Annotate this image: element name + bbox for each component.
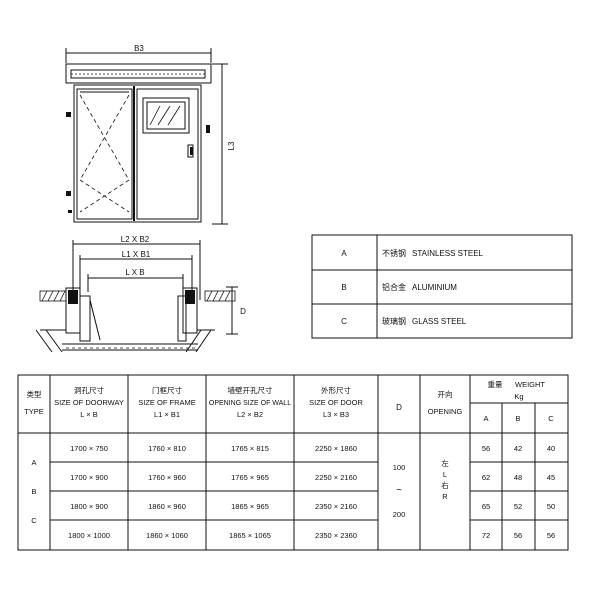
plan-dim-outer: L2 X B2 [121, 235, 150, 244]
th-wall-sym: L2 × B2 [237, 410, 263, 419]
th-weight-unit: Kg [514, 392, 523, 401]
d-sep: ~ [396, 485, 402, 496]
r4-doorway: 1800 × 1000 [68, 531, 110, 540]
r3-wall: 1865 × 965 [231, 502, 269, 511]
th-opening-cn: 开向 [438, 389, 453, 399]
r3-doorway: 1800 × 900 [70, 502, 108, 511]
th-type-cn: 类型 [27, 389, 42, 399]
th-weight-a: A [483, 414, 488, 423]
th-weight-cn: 重量 [488, 380, 503, 389]
type-c: C [31, 516, 37, 525]
r4-frame: 1860 × 1060 [146, 531, 188, 540]
r4-wall: 1865 × 1065 [229, 531, 271, 540]
r2-w-b: 48 [514, 473, 522, 482]
opening-left: L [443, 470, 447, 479]
spec-table: 类型 TYPE 洞孔尺寸 SIZE OF DOORWAY L × B 门框尺寸 … [17, 374, 569, 551]
th-weight-en: WEIGHT [515, 380, 545, 389]
th-frame-cn: 门框尺寸 [152, 385, 182, 395]
th-weight-c: C [548, 414, 554, 423]
th-door-cn: 外形尺寸 [321, 385, 351, 395]
r1-w-a: 56 [482, 444, 490, 453]
r2-frame: 1760 × 960 [148, 473, 186, 482]
legend-en-a: STAINLESS STEEL [412, 249, 484, 258]
r1-frame: 1760 × 810 [148, 444, 186, 453]
r3-frame: 1860 × 960 [148, 502, 186, 511]
b3-label: B3 [134, 44, 144, 53]
opening-left-cn: 左 [441, 458, 449, 468]
legend-code-a: A [341, 249, 347, 258]
r4-w-c: 56 [547, 531, 555, 540]
material-legend: A 不锈钢 STAINLESS STEEL B 铝合金 ALUMINIUM C … [311, 234, 573, 339]
th-door-en: SIZE OF DOOR [309, 398, 363, 407]
th-opening-en: OPENING [428, 407, 463, 416]
r3-door: 2350 × 2160 [315, 502, 357, 511]
th-door-sym: L3 × B3 [323, 410, 349, 419]
r1-w-b: 42 [514, 444, 522, 453]
legend-en-b: ALUMINIUM [412, 283, 457, 292]
th-frame-sym: L1 × B1 [154, 410, 180, 419]
th-d: D [396, 403, 402, 412]
opening-right-cn: 右 [441, 480, 449, 490]
legend-cn-c: 玻璃钢 [382, 316, 406, 326]
r3-w-c: 50 [547, 502, 555, 511]
r4-w-b: 56 [514, 531, 522, 540]
r2-door: 2250 × 2160 [315, 473, 357, 482]
th-weight-b: B [515, 414, 520, 423]
plan-dim-door: L X B [125, 268, 144, 277]
th-wall-en: OPENING SIZE OF WALL [209, 400, 291, 407]
r1-wall: 1765 × 815 [231, 444, 269, 453]
r2-wall: 1765 × 965 [231, 473, 269, 482]
th-doorway-cn: 洞孔尺寸 [74, 385, 104, 395]
opening-right: R [442, 492, 448, 501]
r2-w-a: 62 [482, 473, 490, 482]
r4-door: 2350 × 2360 [315, 531, 357, 540]
th-type-en: TYPE [24, 407, 44, 416]
r1-doorway: 1700 × 750 [70, 444, 108, 453]
legend-code-b: B [341, 283, 346, 292]
legend-cn-a: 不锈钢 [382, 248, 406, 258]
th-doorway-en: SIZE OF DOORWAY [54, 398, 124, 407]
d-to: 200 [393, 510, 406, 519]
l3-label: L3 [227, 141, 236, 150]
plan-view: L2 X B2 L1 X B1 L X B [35, 235, 246, 353]
r2-w-c: 45 [547, 473, 555, 482]
th-wall-cn: 墙壁开孔尺寸 [228, 385, 273, 395]
r3-w-a: 65 [482, 502, 490, 511]
type-a: A [31, 458, 36, 467]
legend-en-c: GLASS STEEL [412, 317, 467, 326]
r2-doorway: 1700 × 900 [70, 473, 108, 482]
th-doorway-sym: L × B [80, 410, 97, 419]
front-elevation: B3 L3 [65, 44, 236, 225]
th-frame-en: SIZE OF FRAME [138, 398, 196, 407]
type-b: B [31, 487, 36, 496]
r1-door: 2250 × 1860 [315, 444, 357, 453]
legend-cn-b: 铝合金 [382, 282, 406, 292]
plan-dim-d: D [240, 307, 246, 316]
d-from: 100 [393, 463, 406, 472]
r3-w-b: 52 [514, 502, 522, 511]
r1-w-c: 40 [547, 444, 555, 453]
legend-code-c: C [341, 317, 347, 326]
plan-dim-frame: L1 X B1 [122, 250, 151, 259]
r4-w-a: 72 [482, 531, 490, 540]
